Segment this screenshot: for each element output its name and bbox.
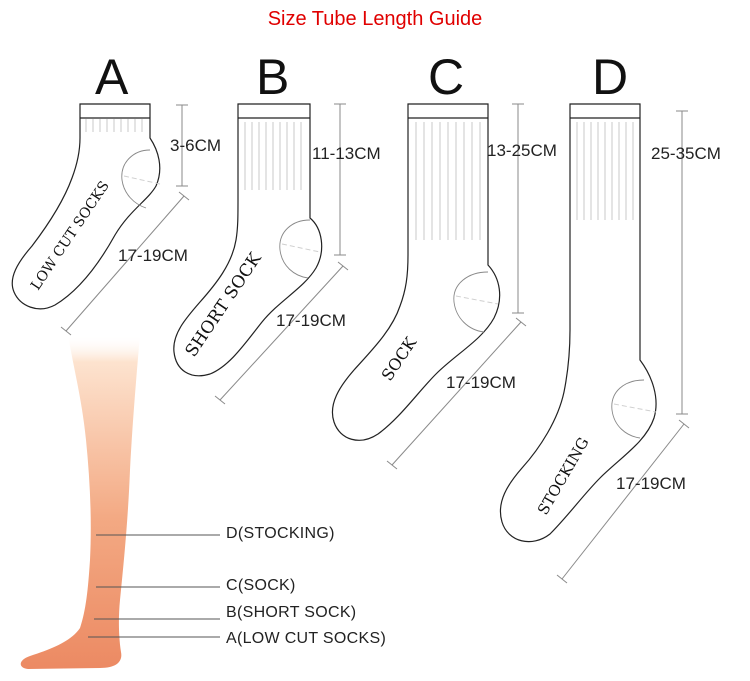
- sock-a-tube-length: 3-6CM: [170, 136, 222, 155]
- page-title: Size Tube Length Guide: [267, 8, 483, 30]
- sock-c-foot-length: 17-19CM: [446, 373, 516, 392]
- leg-label-short-sock: B(SHORT SOCK): [226, 604, 357, 621]
- sock-a-foot-length: 17-19CM: [118, 246, 188, 265]
- sock-a: [11, 103, 190, 336]
- sock-b-letter: B: [256, 49, 290, 105]
- leg-label-low-cut: A(LOW CUT SOCKS): [226, 630, 387, 647]
- leg-label-stocking: D(STOCKING): [226, 525, 335, 542]
- sock-c-tube-length: 13-25CM: [487, 141, 557, 160]
- sock-d-letter: D: [592, 49, 629, 105]
- leg-illustration: [20, 335, 140, 669]
- sock-b: [173, 103, 349, 405]
- sock-a-letter: A: [95, 49, 129, 105]
- sock-d-foot-length: 17-19CM: [616, 474, 686, 493]
- leg-label-sock: C(SOCK): [226, 577, 296, 594]
- sock-b-tube-length: 11-13CM: [312, 144, 381, 163]
- sock-b-foot-length: 17-19CM: [276, 311, 346, 330]
- sock-d: [499, 103, 690, 584]
- sock-c: [331, 103, 527, 470]
- sock-d-tube-length: 25-35CM: [651, 144, 721, 163]
- sock-c-letter: C: [428, 49, 465, 105]
